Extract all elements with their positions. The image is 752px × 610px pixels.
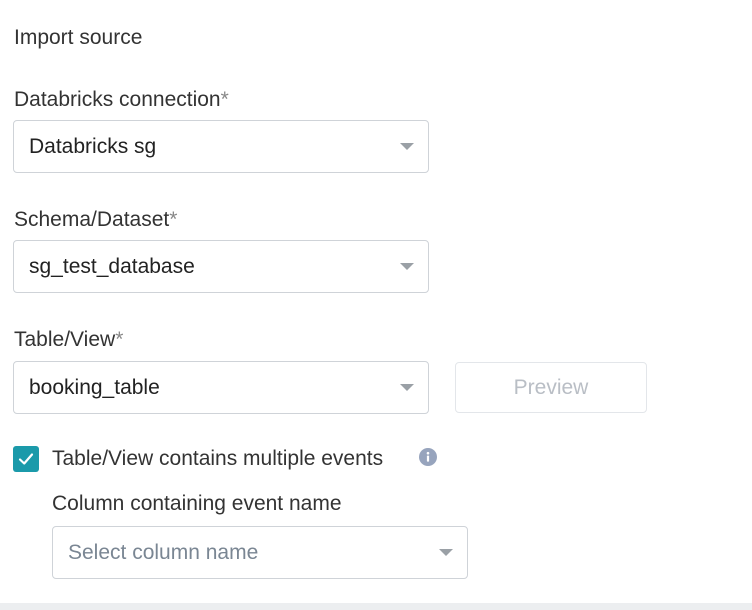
- connection-select[interactable]: Databricks sg: [13, 120, 429, 173]
- preview-button[interactable]: Preview: [455, 362, 647, 413]
- connection-select-value: Databricks sg: [29, 134, 157, 158]
- table-label: Table/View*: [14, 328, 123, 352]
- schema-label-text: Schema/Dataset: [14, 208, 170, 231]
- chevron-down-icon: [400, 384, 414, 391]
- schema-select-value: sg_test_database: [29, 254, 195, 278]
- required-marker: *: [220, 88, 229, 111]
- schema-select[interactable]: sg_test_database: [13, 240, 429, 293]
- required-marker: *: [115, 328, 124, 351]
- multiple-events-label[interactable]: Table/View contains multiple events: [52, 447, 384, 470]
- event-column-placeholder: Select column name: [68, 540, 259, 564]
- schema-label: Schema/Dataset*: [14, 208, 177, 232]
- info-glyph: [426, 451, 430, 462]
- check-icon: [18, 453, 34, 465]
- table-label-text: Table/View: [14, 328, 116, 351]
- chevron-down-icon: [439, 549, 453, 556]
- section-title: Import source: [14, 26, 143, 49]
- footer-divider: [0, 603, 752, 610]
- event-column-select[interactable]: Select column name: [52, 526, 468, 579]
- chevron-down-icon: [400, 143, 414, 150]
- connection-label-text: Databricks connection: [14, 88, 221, 111]
- required-marker: *: [169, 208, 178, 231]
- event-column-label: Column containing event name: [52, 492, 342, 515]
- table-select[interactable]: booking_table: [13, 361, 429, 414]
- chevron-down-icon: [400, 263, 414, 270]
- multiple-events-checkbox[interactable]: [13, 446, 39, 472]
- connection-label: Databricks connection*: [14, 88, 229, 112]
- table-select-value: booking_table: [29, 375, 160, 399]
- info-icon[interactable]: [419, 448, 437, 466]
